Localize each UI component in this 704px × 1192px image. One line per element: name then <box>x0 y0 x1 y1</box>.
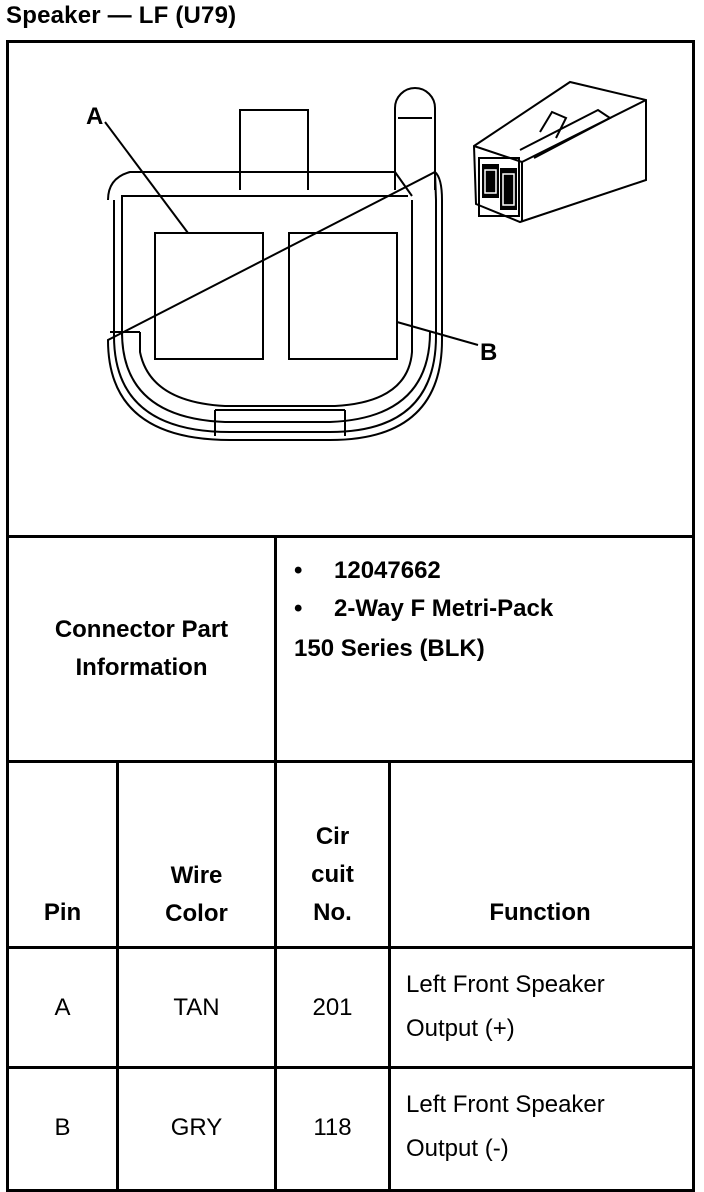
header-pin: Pin <box>43 899 82 926</box>
function-cell-line1: Left Front Speaker <box>406 1091 605 1118</box>
connector-table-frame <box>6 40 695 1192</box>
connector-description-line1: 2-Way F Metri-Pack <box>334 595 554 622</box>
connector-description-line2: 150 Series (BLK) <box>294 635 485 662</box>
function-cell-line2: Output (+) <box>406 1015 515 1042</box>
connector-info-label-line2: Information <box>75 654 208 681</box>
divider-header <box>6 946 695 949</box>
circuit-cell: 201 <box>312 993 353 1021</box>
divider-col-2 <box>274 760 277 1189</box>
divider-col-1 <box>116 760 119 1189</box>
divider-part-info <box>6 760 695 763</box>
divider-row-a <box>6 1066 695 1069</box>
connector-info-label: Connector Part Information <box>9 538 274 760</box>
connector-diagram: A B <box>86 80 647 441</box>
bullet-icon: • <box>294 557 303 584</box>
connector-info-label-line1: Connector Part <box>54 616 229 643</box>
function-cell-line1: Left Front Speaker <box>406 971 605 998</box>
header-wire-color: Wire Color <box>165 862 228 927</box>
cavity-b-label: B <box>480 339 497 366</box>
divider-diagram <box>6 535 695 538</box>
header-circuit: Cir cuit No. <box>311 823 354 926</box>
function-cell-line2: Output (-) <box>406 1135 509 1162</box>
header-function: Function <box>489 899 591 926</box>
connector-3d-icon <box>472 80 647 224</box>
divider-col-info <box>274 535 277 763</box>
page-title: Speaker — LF (U79) <box>6 2 237 29</box>
pin-cell: B <box>54 1113 71 1141</box>
wire-color-cell: TAN <box>173 993 220 1021</box>
cavity-a-label: A <box>86 103 103 130</box>
pin-cell: A <box>54 993 71 1021</box>
bullet-icon: • <box>294 595 303 622</box>
circuit-cell: 118 <box>313 1113 352 1141</box>
wire-color-cell: GRY <box>170 1113 223 1141</box>
part-number: 12047662 <box>334 557 441 584</box>
divider-col-3 <box>388 760 391 1189</box>
